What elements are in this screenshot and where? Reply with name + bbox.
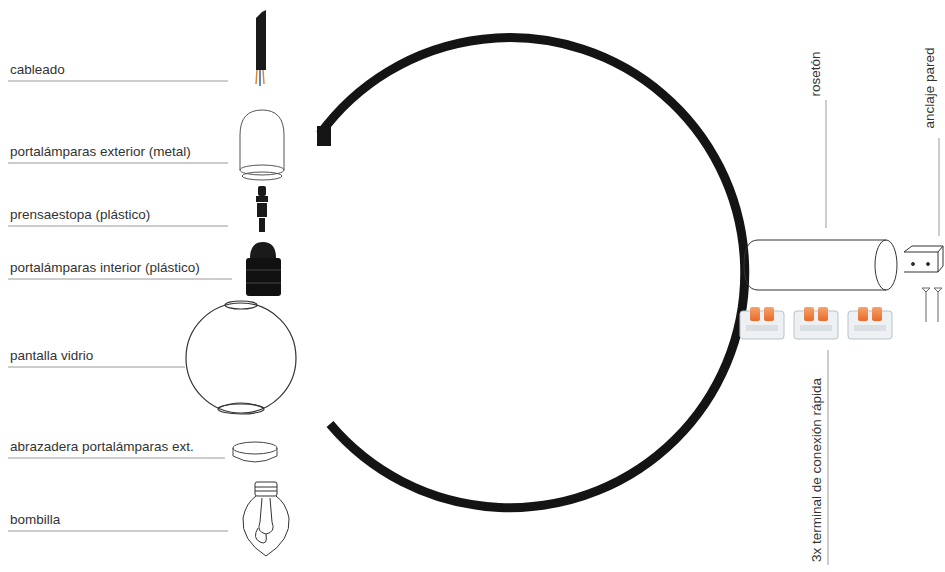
outer-lamp-holder [240, 110, 284, 180]
part-label: rosetón [809, 51, 824, 96]
part-label: portalámparas interior (plástico) [10, 261, 200, 276]
part-label: 3x terminal de conexión rápida [810, 378, 825, 562]
clamp-ring [233, 442, 277, 462]
part-label: anclaje pared [923, 47, 938, 128]
leader-lines [8, 81, 939, 565]
part-label: prensaestopa (plástico) [10, 208, 150, 223]
screws [922, 288, 942, 322]
part-label: bombilla [10, 513, 60, 528]
arc-frame [317, 38, 745, 508]
glass-shade [186, 301, 296, 414]
part-label: abrazadera portalámparas ext. [10, 440, 194, 455]
part-label: pantalla vidrio [10, 349, 93, 364]
part-label: cableado [10, 63, 65, 78]
inner-lamp-holder [246, 242, 281, 296]
wall-bracket [904, 246, 943, 272]
light-bulb [243, 482, 289, 556]
cable-gland [256, 186, 268, 232]
part-label: portalámparas exterior (metal) [10, 145, 191, 160]
ceiling-rosette [744, 240, 897, 290]
cable [256, 10, 266, 86]
quick-connectors [740, 307, 892, 339]
